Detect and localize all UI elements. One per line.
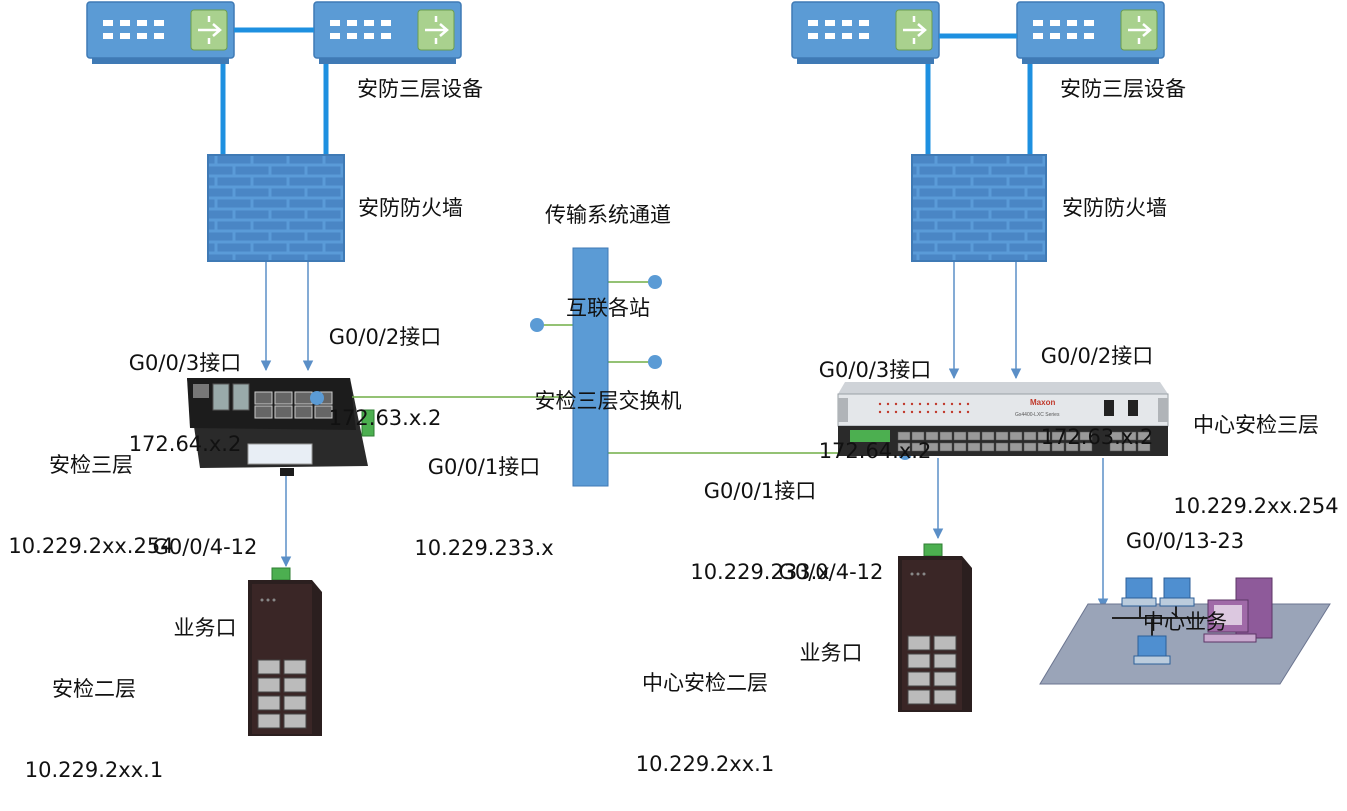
transport-line-1: 传输系统通道 [545, 203, 671, 227]
center-l3-name: 中心安检三层 [1193, 413, 1319, 437]
right-g003-ip: 172.64.x.2 [818, 439, 932, 463]
left-l2-name: 安检二层 [52, 677, 136, 701]
right-g003-port: G0/0/3接口 [818, 358, 932, 382]
center-security-l3-rack-switch: Maxon Gx4400-LXC Series [837, 382, 1169, 456]
left-l3-ip: 10.229.2xx.254 [8, 534, 174, 558]
right-security-l3-device-b [1016, 1, 1165, 64]
pc-icon [1159, 577, 1195, 607]
right-firewall-icon [911, 154, 1047, 262]
right-service-ports-label: G0/0/4-12 业务口 [766, 505, 896, 694]
transport-line-3: 安检三层交换机 [534, 389, 682, 413]
right-g001-label: G0/0/1接口 10.229.233.x [680, 424, 840, 613]
left-g003-ip: 172.64.x.2 [128, 432, 242, 456]
right-l3-downlinks [932, 458, 1109, 610]
transport-line-2: 互联各站 [566, 296, 650, 320]
right-security-l3-device-a [791, 1, 940, 64]
center-l3-ip: 10.229.2xx.254 [1173, 494, 1339, 518]
right-thick-links [925, 33, 1033, 156]
left-service-ports-name: 业务口 [173, 616, 237, 640]
left-l3-name: 安检三层 [49, 453, 133, 477]
left-security-l2-switch [248, 567, 322, 736]
center-service-label: G0/0/13-23 中心业务 [1110, 474, 1260, 663]
right-firewall-arrows [948, 262, 1022, 380]
left-firewall-arrows [260, 262, 314, 372]
left-l3-label: 安检三层 10.229.2xx.254 [6, 398, 176, 587]
center-l3-label: 中心安检三层 10.229.2xx.254 [1170, 358, 1342, 547]
left-g002-label: G0/0/2接口 172.63.x.2 [310, 270, 460, 459]
right-g002-ip: 172.63.x.2 [1040, 425, 1154, 449]
pc-icon [1121, 577, 1157, 607]
left-g002-port: G0/0/2接口 [328, 325, 442, 349]
center-l2-label: 中心安检二层 10.229.2xx.1 [620, 616, 790, 805]
left-l2-label: 安检二层 10.229.2xx.1 [14, 622, 174, 811]
center-l2-ip: 10.229.2xx.1 [635, 752, 775, 776]
transport-label: 传输系统通道 互联各站 安检三层交换机 [498, 138, 718, 448]
network-diagram: Maxon Gx4400-LXC Series [86, 1, 1331, 736]
rack-brand-text: Maxon [1030, 398, 1055, 407]
server-icon [1203, 577, 1273, 643]
center-security-l2-switch [898, 543, 972, 712]
left-g003-label: G0/0/3接口 172.64.x.2 [110, 296, 260, 485]
right-service-ports-name: 业务口 [799, 641, 863, 665]
left-service-ports-range: G0/0/4-12 [152, 535, 258, 559]
left-firewall-icon [207, 154, 345, 262]
right-g001-ip: 10.229.233.x [690, 560, 830, 584]
left-security-l3-device-b [313, 1, 462, 64]
center-l2-name: 中心安检二层 [642, 671, 768, 695]
right-service-ports-range: G0/0/4-12 [778, 560, 884, 584]
left-g001-port: G0/0/1接口 [427, 455, 541, 479]
left-g001-ip: 10.229.233.x [414, 536, 554, 560]
right-firewall-label: 安防防火墙 [1062, 196, 1167, 220]
left-g003-port: G0/0/3接口 [128, 351, 242, 375]
transport-backbone [352, 247, 912, 487]
left-security-l3-device-a [86, 1, 235, 64]
rack-model-text: Gx4400-LXC Series [1015, 412, 1060, 418]
left-g002-ip: 172.63.x.2 [328, 406, 442, 430]
left-security-l3-switch [187, 378, 375, 476]
center-service-range: G0/0/13-23 [1125, 529, 1245, 553]
right-g002-port: G0/0/2接口 [1040, 344, 1154, 368]
right-g001-port: G0/0/1接口 [703, 479, 817, 503]
left-g001-label: G0/0/1接口 10.229.233.x [404, 400, 564, 589]
left-thick-links [220, 27, 329, 156]
right-g002-label: G0/0/2接口 172.63.x.2 [1022, 289, 1172, 478]
right-security-l3-device-label: 安防三层设备 [1060, 77, 1186, 101]
center-service-name: 中心业务 [1143, 610, 1227, 634]
left-firewall-label: 安防防火墙 [358, 196, 463, 220]
left-service-ports-label: G0/0/4-12 业务口 [140, 480, 270, 669]
right-g003-label: G0/0/3接口 172.64.x.2 [800, 303, 950, 492]
center-business-lan [1039, 577, 1331, 685]
left-security-l3-device-label: 安防三层设备 [357, 77, 483, 101]
pc-icon [1133, 635, 1171, 665]
left-l2-ip: 10.229.2xx.1 [24, 758, 164, 782]
